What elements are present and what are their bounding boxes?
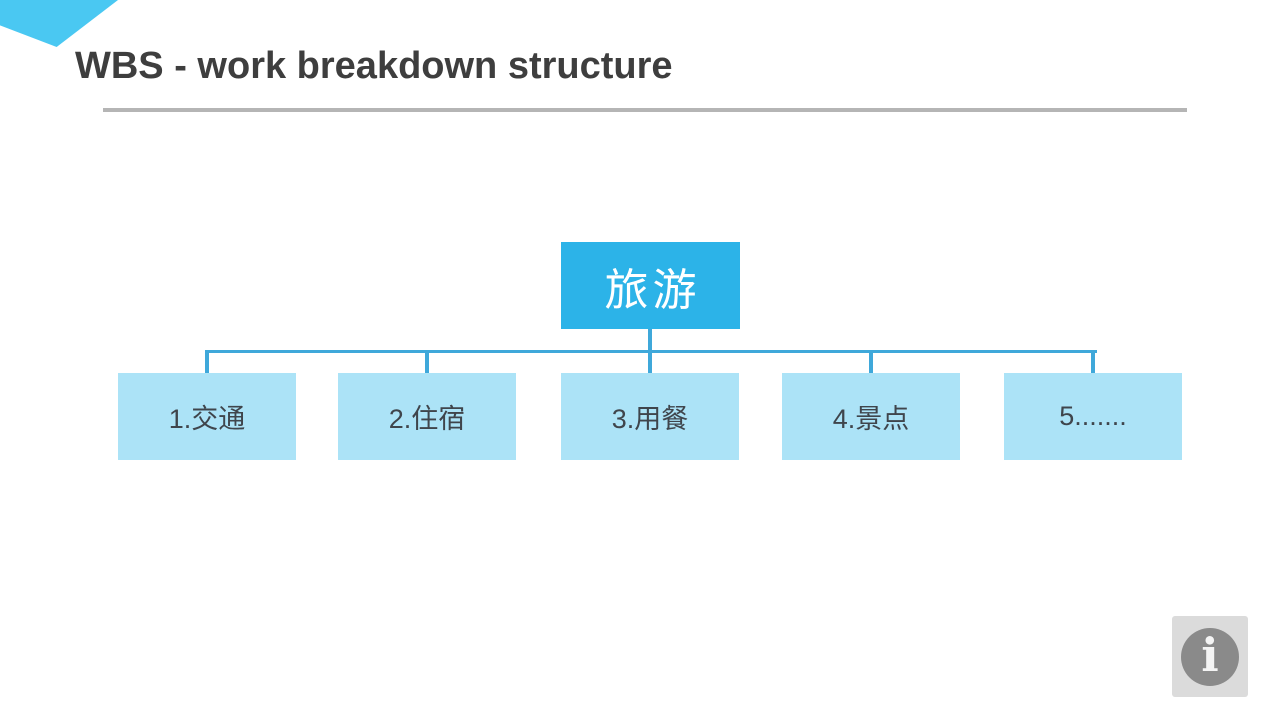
root-node-label: 旅游	[604, 265, 701, 315]
tree-child-node-1: 1.交通	[118, 373, 296, 460]
info-icon: i	[1181, 627, 1239, 686]
tree-child-node-4: 4.景点	[782, 373, 960, 460]
title-divider	[103, 108, 1187, 112]
tree-child-node-5: 5.......	[1004, 373, 1182, 460]
connector-trunk	[648, 329, 652, 350]
connector-horizontal-line	[205, 350, 1097, 353]
tree-child-node-2: 2.住宿	[338, 373, 516, 460]
child-node-label: 4.景点	[832, 404, 910, 434]
child-node-label: 1.交通	[168, 404, 246, 434]
info-icon-glyph: i	[1201, 627, 1219, 682]
accent-ribbon	[0, 0, 118, 47]
connector-drop-1	[205, 353, 209, 373]
connector-drop-5	[1091, 353, 1095, 373]
connector-drop-4	[869, 353, 873, 373]
info-logo: i	[1172, 616, 1248, 697]
slide-title: WBS - work breakdown structure	[75, 45, 673, 87]
child-node-label: 5.......	[1059, 401, 1127, 431]
child-node-label: 2.住宿	[388, 404, 466, 434]
connector-drop-2	[425, 353, 429, 373]
tree-root-node: 旅游	[561, 242, 740, 329]
tree-child-node-3: 3.用餐	[561, 373, 739, 460]
child-node-label: 3.用餐	[611, 404, 689, 434]
connector-drop-3	[648, 353, 652, 373]
